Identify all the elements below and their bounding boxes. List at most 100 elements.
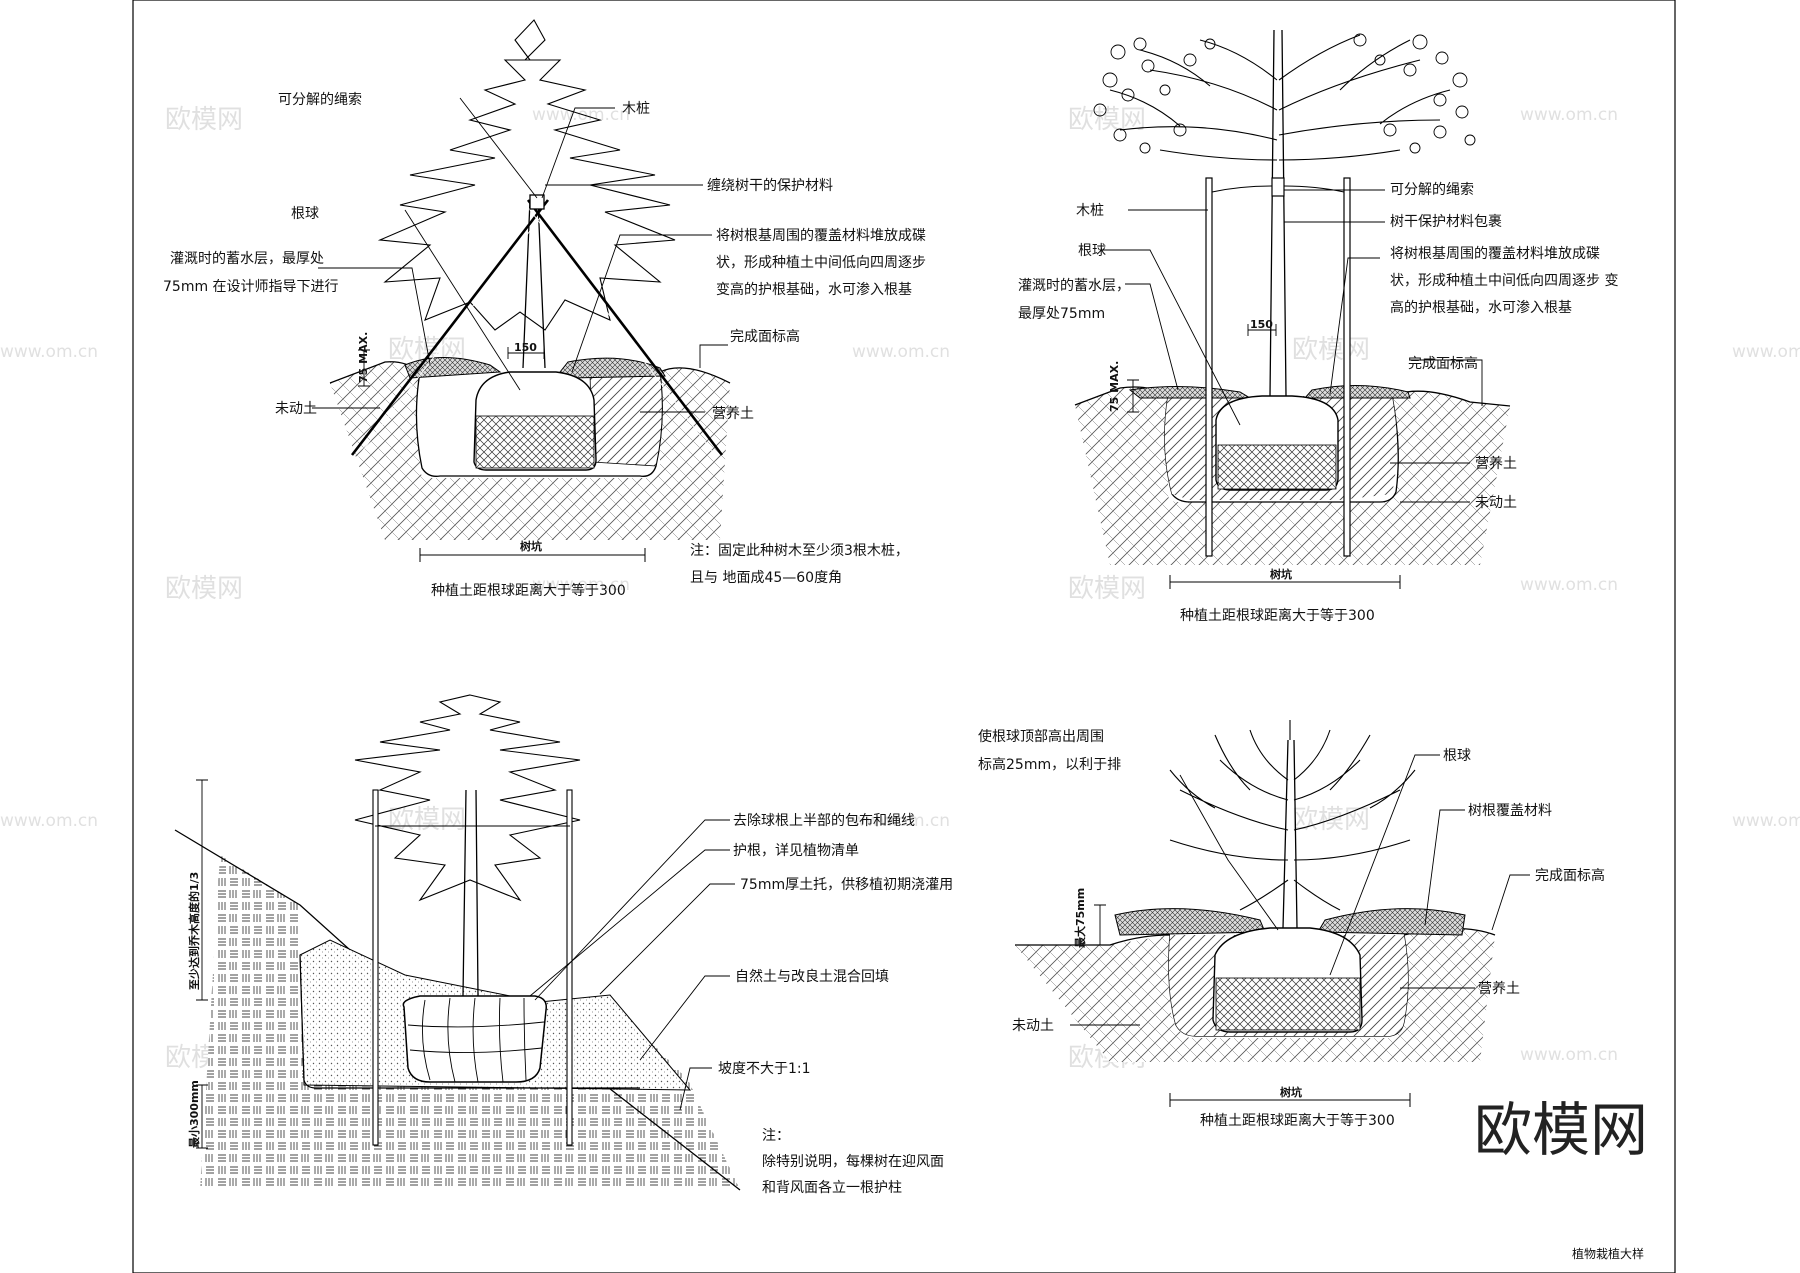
watermark-url: www.om.cn	[1520, 105, 1618, 125]
label-backfill: 自然土与改良土混合回填	[735, 968, 889, 985]
label-rootball: 根球	[291, 206, 319, 222]
mulch-right	[1317, 908, 1466, 936]
leader-lines	[529, 819, 735, 1111]
dim-pit	[1169, 1093, 1411, 1107]
dim-150	[1247, 324, 1277, 336]
dim-75max-label: 75 MAX.	[1108, 361, 1121, 412]
dim-height	[196, 779, 208, 1001]
watermark-url: www.om.cn	[0, 342, 98, 362]
detail-1-conifer-staked: 75 MAX. 150 树坑 可分解的绳索 木桩 缠绕树干的保护材料 根球 灌溉…	[163, 19, 926, 599]
root-ball-mesh	[475, 415, 595, 469]
pit-label: 树坑	[1280, 1085, 1302, 1099]
conifer-canopy	[354, 694, 581, 902]
label-wrap: 树干保护材料包裹	[1390, 214, 1502, 230]
watermark-text: 欧模网	[388, 805, 466, 835]
dim-75-label: 最大75mm	[1073, 888, 1087, 948]
label-water-layer-1: 灌溉时的蓄水层，	[1018, 278, 1130, 294]
leader-lines	[312, 97, 728, 413]
label-mulch-2: 状，形成种植土中间低向四周逐步 变	[1390, 273, 1618, 289]
brand-logo: 欧模网	[1474, 1096, 1648, 1164]
label-mulch-2: 状，形成种植土中间低向四周逐步	[716, 255, 926, 271]
detail-2-deciduous-staked: 75 MAX. 150 树坑 可分解的绳索 木桩 树干保护材料包裹 根球 灌溉时…	[1018, 29, 1618, 624]
pit-outline	[299, 954, 640, 1089]
label-undisturbed: 未动土	[1012, 1018, 1054, 1034]
dim-150	[507, 347, 545, 359]
root-ball-mesh	[1217, 444, 1337, 490]
mulch-right	[1303, 385, 1411, 399]
dim-75max	[358, 349, 370, 387]
note-line-1: 注：固定此种树木至少须3根木桩，	[690, 542, 909, 559]
label-distance: 种植土距根球距离大于等于300	[1200, 1112, 1395, 1129]
label-rootball: 根球	[1443, 748, 1471, 764]
label-distance: 种植土距根球距离大于等于300	[1180, 607, 1375, 624]
mulch-left	[404, 357, 502, 379]
label-topsoil: 营养土	[1478, 981, 1520, 997]
label-mulch-1: 将树根基周围的覆盖材料堆放成碟	[1390, 245, 1600, 262]
detail-4-shrub-tree: 最大75mm 树坑 使根球顶部高出周围 标高25mm，以利于排 根球 树根覆盖材…	[978, 720, 1605, 1129]
conifer-canopy	[377, 19, 676, 331]
dim-150-label: 150	[514, 341, 537, 354]
label-stake: 木桩	[622, 100, 650, 117]
watermark-text: 欧模网	[1068, 574, 1146, 604]
stake-right	[526, 199, 724, 456]
undisturbed-soil	[1075, 387, 1510, 565]
pit-label: 树坑	[1270, 567, 1292, 581]
note-line-2: 除特别说明，每棵树在迎风面	[762, 1154, 944, 1170]
stake-left-inner	[356, 201, 553, 459]
note-line-1: 注：	[762, 1128, 790, 1144]
trunk	[1269, 29, 1287, 397]
label-rootball: 根球	[1078, 243, 1106, 259]
watermark-url: www.om.cn	[1732, 342, 1800, 362]
watermark-text: 欧模网	[165, 105, 243, 135]
dim-depth-label: 最小300mm	[187, 1080, 201, 1148]
tree-branches	[1169, 720, 1416, 911]
watermark-url: www.om.cn	[852, 342, 950, 362]
dim-pit	[419, 548, 646, 562]
trunk	[1282, 739, 1298, 929]
label-distance: 种植土距根球距离大于等于300	[431, 582, 626, 599]
watermark-text: 欧模网	[1068, 105, 1146, 135]
detail-3-slope-planting: 至少达到乔木高度的1/3 最小300mm 去除球根上半部的包布和绳线 护根，详见…	[174, 694, 953, 1196]
stake-left	[1205, 177, 1213, 557]
leader-lines	[1070, 754, 1530, 1026]
label-guard: 护根，详见植物清单	[733, 843, 859, 859]
undisturbed-soil	[200, 855, 740, 1190]
label-stake: 木桩	[1076, 202, 1104, 219]
watermark-text: 欧模网	[1292, 335, 1370, 365]
mulch-right	[559, 357, 666, 379]
drawing-frame	[132, 0, 1676, 1273]
dim-75max-label: 75 MAX.	[357, 332, 370, 383]
undisturbed-soil	[1015, 928, 1495, 1062]
label-undisturbed: 未动土	[275, 401, 317, 417]
label-raise-1: 使根球顶部高出周围	[978, 728, 1104, 745]
tree-foliage	[1093, 33, 1476, 154]
trunk	[522, 199, 546, 369]
note-line-2: 且与 地面成45—60度角	[690, 570, 842, 586]
label-wrap: 缠绕树干的保护材料	[707, 177, 833, 194]
label-grade: 完成面标高	[1408, 355, 1478, 372]
tree-branches	[1109, 34, 1451, 161]
root-ball-mesh	[1215, 977, 1361, 1031]
label-water-layer-1: 灌溉时的蓄水层，最厚处	[170, 251, 324, 267]
label-rope: 可分解的绳索	[278, 91, 362, 108]
label-grade: 完成面标高	[1535, 867, 1605, 884]
label-water-layer-2: 75mm 在设计师指导下进行	[163, 279, 339, 295]
watermark-url: www.om.cn	[1520, 1045, 1618, 1065]
watermark-url: www.om.cn	[1732, 811, 1800, 831]
stake-right	[1343, 177, 1351, 557]
watermark-text: 欧模网	[165, 574, 243, 604]
mulch-left	[1128, 385, 1252, 399]
label-remove-burlap: 去除球根上半部的包布和绳线	[733, 813, 915, 829]
sheet-title: 植物栽植大样	[1572, 1246, 1644, 1261]
root-ball	[402, 995, 548, 1083]
tie-ropes	[1211, 185, 1345, 193]
label-mulch: 树根覆盖材料	[1468, 803, 1552, 819]
mulch-left	[1114, 908, 1266, 936]
watermark-url: www.om.cn	[1520, 575, 1618, 595]
dim-height-label: 至少达到乔木高度的1/3	[187, 872, 201, 990]
pit-label: 树坑	[520, 539, 542, 553]
label-mulch-3: 高的护根基础，水可渗入根基	[1390, 299, 1572, 316]
watermark-url: www.om.cn	[852, 811, 950, 831]
dim-pit	[1169, 575, 1401, 589]
